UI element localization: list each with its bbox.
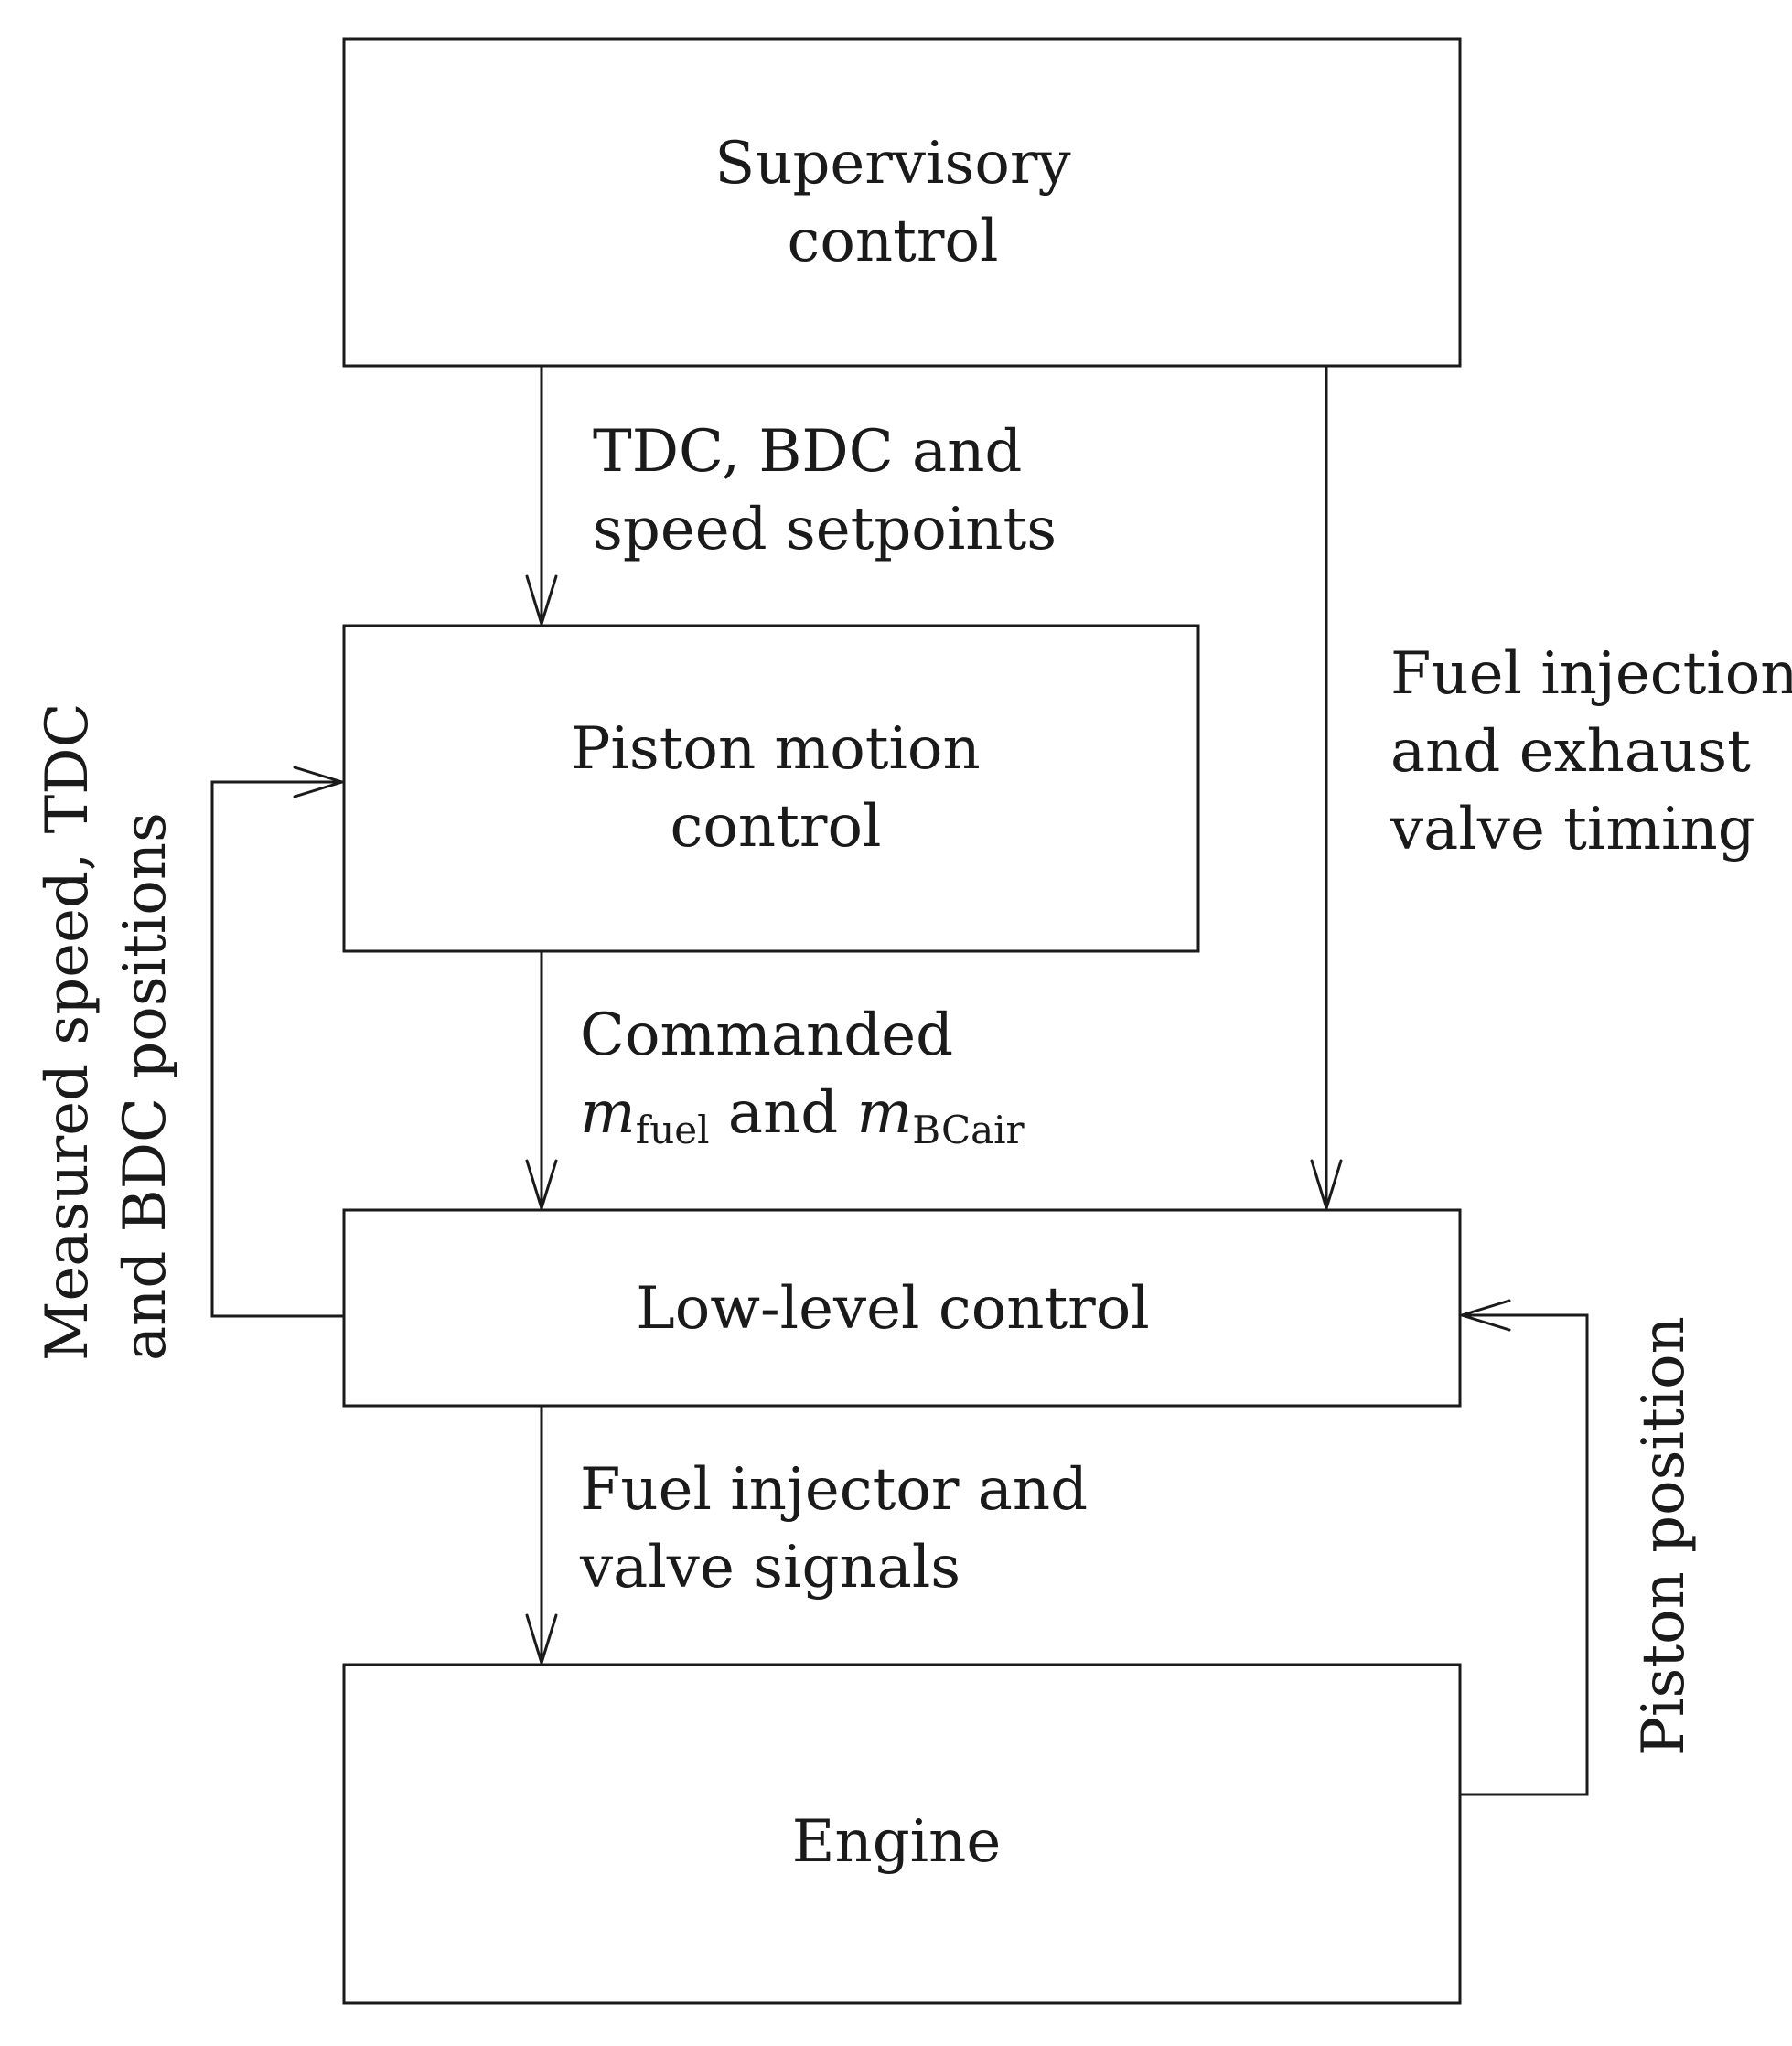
supervisory-block-label-line2: control xyxy=(788,208,999,275)
piston-position-label-text: Piston position xyxy=(1630,1316,1698,1756)
actuator-label-line2: valve signals xyxy=(579,1534,960,1601)
piston-position-label: Piston position xyxy=(1630,1316,1698,1756)
timing-label-line3: valve timing xyxy=(1390,796,1755,863)
m-bcair-symbol: m xyxy=(857,1079,913,1147)
engine-block-label: Engine xyxy=(792,1808,1001,1876)
feedback-label-line2: and BDC positions xyxy=(112,812,179,1361)
timing-label: Fuel injection and exhaust valve timing xyxy=(1390,640,1792,863)
actuator-signals-arrow xyxy=(525,1406,558,1665)
low-level-control-block: Low-level control xyxy=(342,1208,1462,1408)
commanded-label-line2: mfuel and mBCair xyxy=(580,1079,1025,1152)
setpoints-label-line1: TDC, BDC and xyxy=(593,418,1022,486)
timing-label-line2: and exhaust xyxy=(1390,718,1751,786)
timing-arrow xyxy=(1310,366,1343,1210)
engine-block: Engine xyxy=(342,1663,1462,2005)
commanded-label: Commanded mfuel and mBCair xyxy=(580,1002,1025,1152)
supervisory-control-block: Supervisory control xyxy=(342,37,1462,368)
commanded-arrow xyxy=(525,951,558,1210)
piston-motion-block-label-line1: Piston motion xyxy=(571,715,980,783)
commanded-and-text: and xyxy=(710,1079,857,1147)
commanded-label-line1: Commanded xyxy=(580,1002,953,1069)
feedback-label-line1: Measured speed, TDC xyxy=(34,702,102,1361)
piston-position-arrow xyxy=(1460,1299,1589,1796)
feedback-arrow xyxy=(210,766,344,1318)
feedback-label: Measured speed, TDC and BDC positions xyxy=(34,702,179,1361)
setpoints-arrow xyxy=(525,366,558,626)
piston-motion-block-label-line2: control xyxy=(671,793,882,861)
actuator-label-line1: Fuel injector and xyxy=(580,1456,1088,1524)
supervisory-block-label-line1: Supervisory xyxy=(714,130,1070,198)
actuator-signals-label: Fuel injector and valve signals xyxy=(579,1456,1088,1601)
m-fuel-symbol: m xyxy=(580,1079,636,1147)
setpoints-label: TDC, BDC and speed setpoints xyxy=(593,418,1057,563)
low-level-block-label: Low-level control xyxy=(636,1275,1150,1343)
setpoints-label-line2: speed setpoints xyxy=(593,496,1057,563)
m-fuel-subscript: fuel xyxy=(636,1108,710,1152)
timing-label-line1: Fuel injection xyxy=(1390,640,1792,708)
m-bcair-subscript: BCair xyxy=(912,1108,1025,1152)
piston-motion-control-block: Piston motion control xyxy=(342,624,1200,953)
